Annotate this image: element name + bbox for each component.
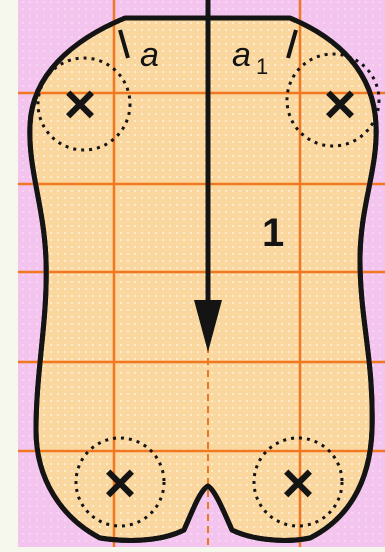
region-number-label: 1: [262, 211, 284, 255]
cross-mark-icon: ×: [282, 451, 315, 514]
angle-label-a: a: [140, 36, 159, 74]
angle-label-a1-subscript: 1: [256, 54, 268, 79]
angle-label-a1: a: [232, 36, 251, 74]
cross-mark-icon: ×: [324, 72, 357, 135]
cross-mark-icon: ×: [104, 451, 137, 514]
cross-mark-icon: ×: [64, 72, 97, 135]
